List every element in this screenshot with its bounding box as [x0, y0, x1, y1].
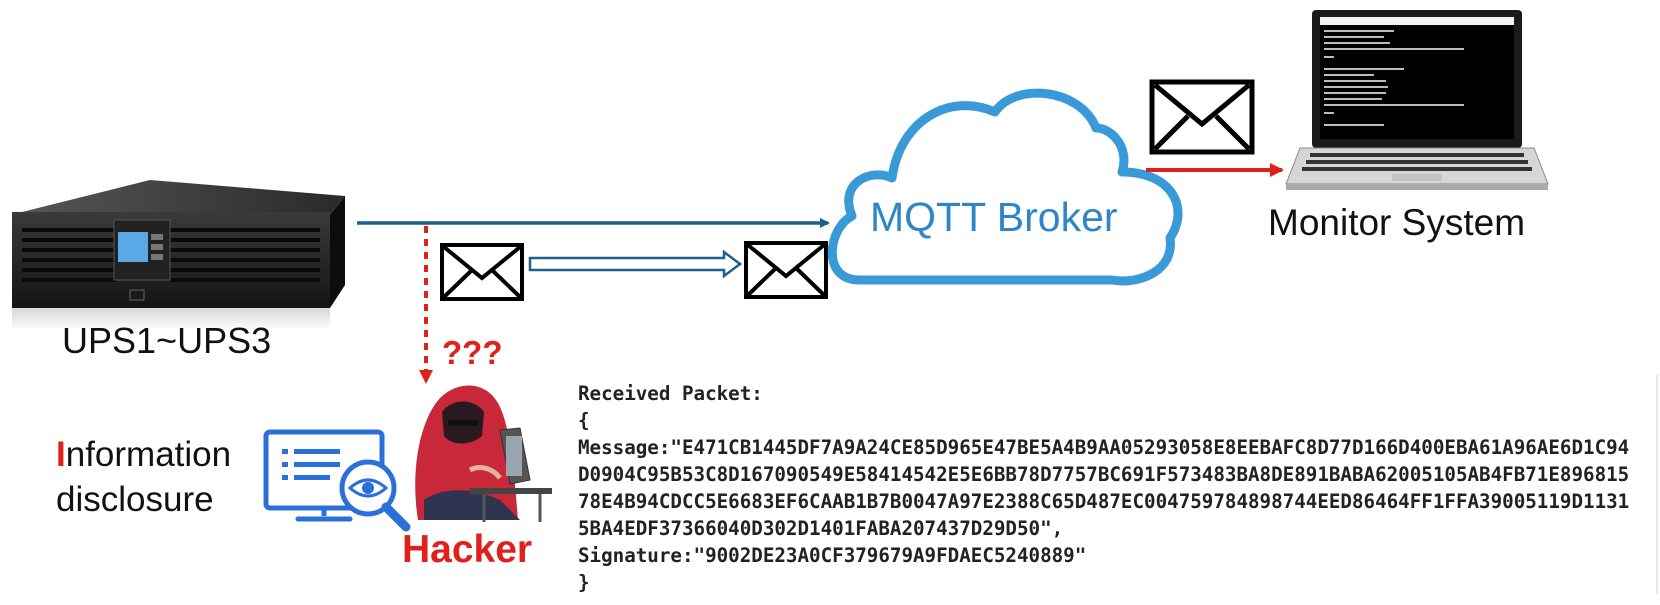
ups-device-icon	[12, 180, 345, 330]
packet-message-line: Message:"E471CB1445DF7A9A24CE85D965E47BE…	[578, 436, 1630, 459]
broker-label: MQTT Broker	[870, 194, 1118, 240]
monitor-search-icon	[263, 429, 411, 532]
information-disclosure-label: Information disclosure	[56, 432, 231, 522]
disclosure-line1: nformation	[65, 435, 232, 474]
envelope-icon	[744, 241, 828, 299]
packet-open-brace: {	[578, 409, 590, 432]
packet-header: Received Packet:	[578, 382, 763, 405]
disclosure-line2: disclosure	[56, 480, 214, 519]
envelope-icon	[440, 243, 524, 301]
received-packet: Received Packet: { Message:"E471CB1445DF…	[578, 380, 1629, 596]
question-marks: ???	[442, 334, 503, 371]
hacker-label: Hacker	[402, 528, 533, 571]
disclosure-first-letter: I	[56, 435, 66, 474]
packet-close-brace: }	[578, 571, 590, 594]
transmit-arrow	[528, 249, 743, 279]
hacker-icon	[415, 385, 552, 522]
cloud-icon	[827, 88, 1183, 286]
monitor-label: Monitor System	[1268, 202, 1526, 243]
envelope-icon	[1149, 79, 1255, 155]
ups-label: UPS1~UPS3	[62, 320, 272, 361]
packet-signature: Signature:"9002DE23A0CF379679A9FDAEC5240…	[578, 544, 1087, 567]
laptop-icon	[1285, 10, 1549, 190]
packet-message-line: 78E4B94CDCC5E6683EF6CAAB1B7B0047A97E2388…	[578, 490, 1630, 513]
packet-message-line: 5BA4EDF37366040D302D1401FABA207437D29D50…	[578, 517, 1064, 540]
packet-message-line: D0904C95B53C8D167090549E58414542E5E6BB78…	[578, 463, 1630, 486]
